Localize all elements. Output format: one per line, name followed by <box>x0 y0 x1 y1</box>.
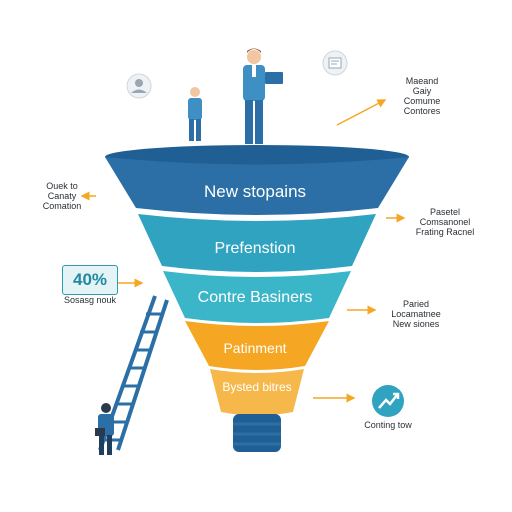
funnel-base <box>233 414 281 452</box>
stage-label-4: Patinment <box>223 340 287 356</box>
growth-arrow-icon <box>372 385 404 417</box>
badge-caption: Sosasg nouk <box>63 295 117 305</box>
stage-label-2: Prefenstion <box>214 240 296 257</box>
stage-label-3: Contre Basiners <box>197 289 313 306</box>
stage-label-1: New stopains <box>203 182 307 201</box>
funnel-stage-4 <box>185 321 329 370</box>
climbing-person-figure <box>95 403 114 455</box>
arrow-top-right <box>336 99 387 126</box>
annotation-left-top: Ouek to Canaty Comation <box>42 181 82 211</box>
annotation-right-3: Paried Locamatnee New siones <box>391 299 441 329</box>
annotation-top-right: Maeand Gaiy Comume Contores <box>403 76 441 116</box>
user-avatar-icon <box>126 73 152 99</box>
funnel-stage-3 <box>163 271 351 323</box>
annotation-right-2: Pasetel Comsanonel Frating Racnel <box>415 207 475 237</box>
stage-label-5: Bysted bitres <box>222 380 292 394</box>
funnel-stage-5 <box>210 369 304 416</box>
percentage-badge: 40% <box>62 265 118 295</box>
person-icon <box>188 87 202 141</box>
funnel-stage-2 <box>138 214 376 272</box>
funnel-stage-1 <box>105 145 409 215</box>
document-icon <box>322 50 348 76</box>
businessman-figure <box>243 48 283 144</box>
annotation-bottom-right: Conting tow <box>364 420 412 430</box>
